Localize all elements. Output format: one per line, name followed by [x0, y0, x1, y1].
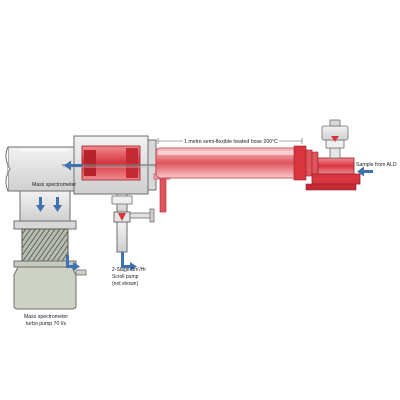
flow-arrow-turbo-exhaust — [66, 255, 80, 271]
isolation-valve — [111, 195, 155, 223]
sample-inlet-assembly — [305, 151, 361, 191]
spectrometer-flange — [13, 190, 77, 230]
bypass-pipe — [113, 193, 131, 267]
scroll-pump-label-line1: 2-Stage Sm'/Hr — [112, 267, 146, 273]
mass-spectrometer-label: Mass spectrometer — [32, 182, 76, 188]
turbo-pump-label-line2: turbo pump 70 l/s — [26, 321, 66, 327]
scroll-pump-label-line3: (not shown) — [112, 281, 138, 287]
inlet-heater — [81, 145, 141, 181]
turbo-pump — [13, 266, 87, 310]
flow-arrow-left — [64, 160, 82, 171]
heated-hose — [155, 145, 313, 181]
flow-arrow-sample-in — [357, 166, 373, 177]
sample-label: Sample from ALD — [356, 162, 397, 168]
sample-valve-actuator — [321, 119, 349, 159]
hose-label-bg — [183, 136, 279, 145]
flow-arrow-down-right — [53, 197, 62, 212]
flow-arrow-down-left — [36, 197, 45, 212]
turbo-pump-label-line1: Mass spectrometer — [24, 314, 68, 320]
flow-arrow-to-scroll-pump — [121, 262, 137, 271]
hose-label: 1 metre semi-flexible heated hose 200°C — [184, 139, 278, 145]
scroll-pump-label-line2: Scroll pump — [112, 274, 139, 280]
